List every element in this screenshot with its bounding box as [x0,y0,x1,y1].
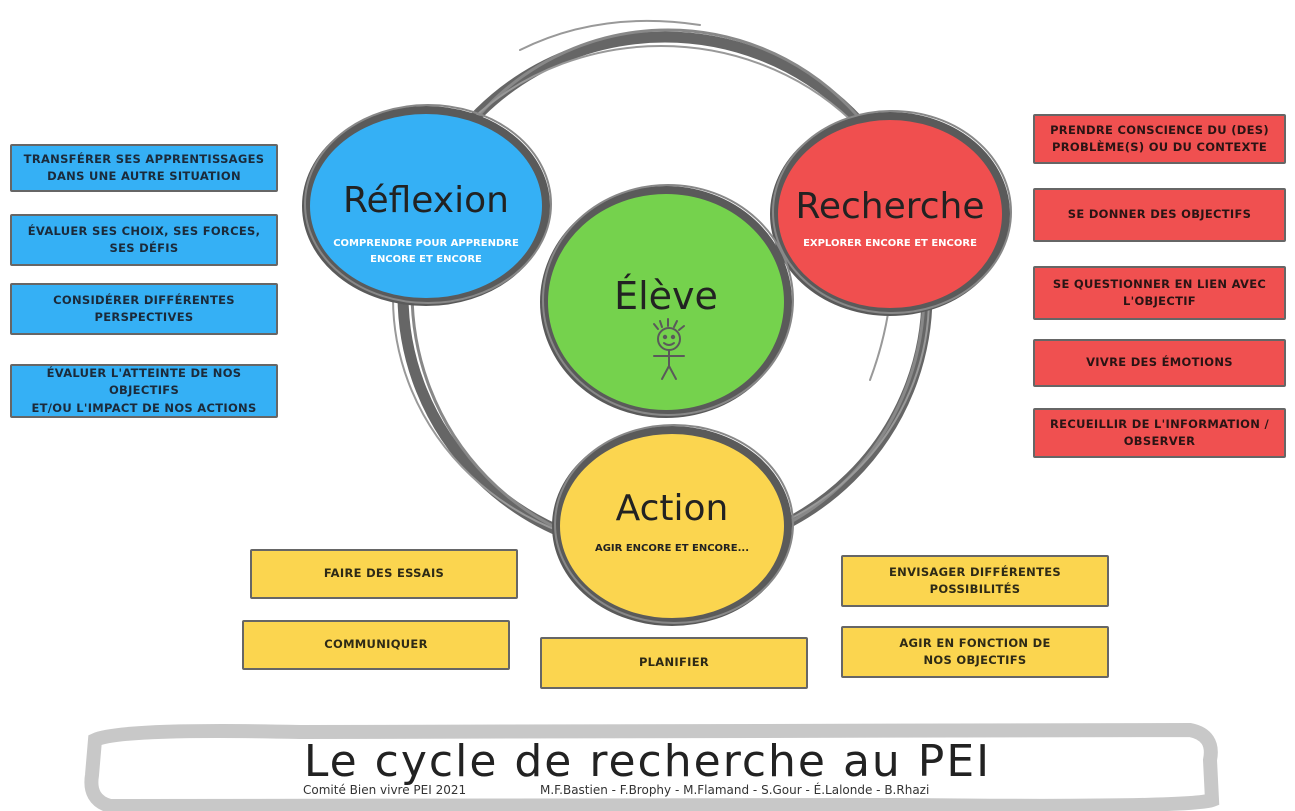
reflexion-circle [302,104,552,306]
reflexion-title: Réflexion [343,180,509,221]
recherche-subtitle: EXPLORER ENCORE ET ENCORE [803,238,977,249]
reflexion-step-considerer: CONSIDÉRER DIFFÉRENTES PERSPECTIVES [10,283,278,335]
action-step-agir-objectifs: AGIR EN FONCTION DE NOS OBJECTIFS [841,626,1109,678]
authors-credit: M.F.Bastien - F.Brophy - M.Flamand - S.G… [540,783,930,797]
eleve-circle [540,184,794,418]
recherche-step-questionner: SE QUESTIONNER EN LIEN AVEC L'OBJECTIF [1033,266,1286,320]
recherche-step-objectifs: SE DONNER DES OBJECTIFS [1033,188,1286,242]
recherche-step-emotions: VIVRE DES ÉMOTIONS [1033,339,1286,387]
title-banner [84,722,1220,811]
reflexion-step-evaluer-atteinte: ÉVALUER L'ATTEINTE DE NOS OBJECTIFS ET/O… [10,364,278,418]
eleve-title: Élève [614,274,718,318]
action-circle [552,424,794,626]
action-title: Action [615,488,729,529]
action-step-communiquer: COMMUNIQUER [242,620,510,670]
reflexion-step-evaluer-choix: ÉVALUER SES CHOIX, SES FORCES, SES DÉFIS [10,214,278,266]
action-step-planifier: PLANIFIER [540,637,808,689]
recherche-step-prendre-conscience: PRENDRE CONSCIENCE DU (DES) PROBLÈME(S) … [1033,114,1286,164]
student-stick-figure-icon [653,318,685,380]
diagram-title: Le cycle de recherche au PEI [303,736,992,787]
action-subtitle: AGIR ENCORE ET ENCORE... [594,543,749,554]
recherche-circle [770,110,1012,316]
action-step-essais: FAIRE DES ESSAIS [250,549,518,599]
reflexion-step-transferer: TRANSFÉRER SES APPRENTISSAGES DANS UNE A… [10,144,278,192]
recherche-step-recueillir: RECUEILLIR DE L'INFORMATION / OBSERVER [1033,408,1286,458]
reflexion-subtitle: COMPRENDRE POUR APPRENDRE ENCORE ET ENCO… [333,238,519,265]
recherche-title: Recherche [795,186,985,227]
committee-credit: Comité Bien vivre PEI 2021 [303,783,467,797]
action-step-envisager: ENVISAGER DIFFÉRENTES POSSIBILITÉS [841,555,1109,607]
